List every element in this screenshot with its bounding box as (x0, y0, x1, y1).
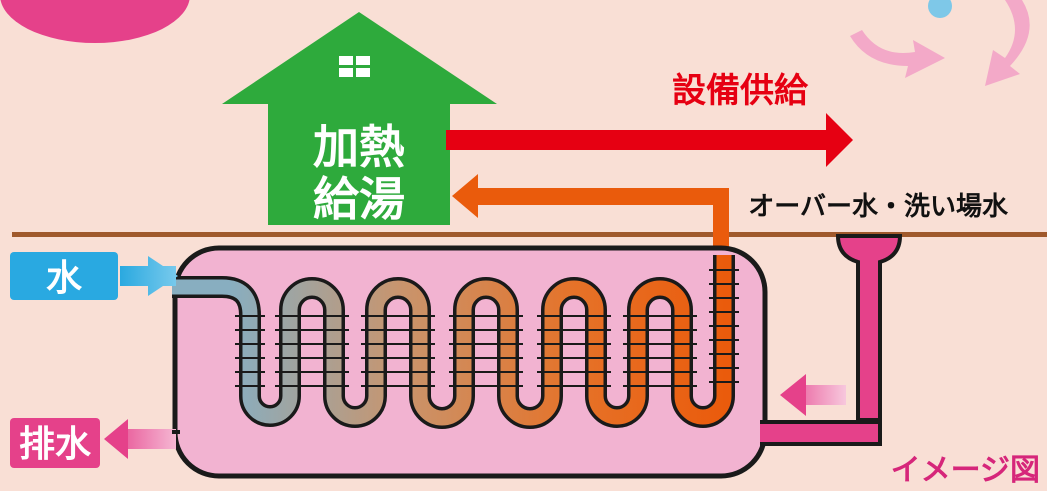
corner-pink-circle-decoration (0, 0, 190, 43)
recycle-arrows-icon (850, 0, 1030, 86)
heat-exchanger-fins (235, 269, 739, 387)
overflow-label: オーバー水・洗い場水 (748, 192, 1009, 222)
house-label-line2: 給湯 (313, 172, 405, 226)
water-in-arrow (120, 256, 178, 296)
overflow-return-pipe-fill (760, 424, 876, 442)
overflow-inflow-arrow (780, 374, 846, 416)
house-label-line1: 加熱 (313, 120, 405, 174)
heat-exchange-coil-fill (172, 255, 732, 426)
house-window-icon (339, 56, 370, 77)
image-caption: イメージ図 (891, 453, 1040, 486)
supply-arrow (446, 113, 853, 167)
supply-label: 設備供給 (672, 71, 809, 111)
house-icon (222, 12, 497, 225)
overflow-funnel (835, 234, 903, 422)
water-in-badge (10, 252, 118, 300)
water-in-label: 水 (46, 258, 83, 299)
drain-badge (10, 418, 100, 468)
ground-line (12, 232, 1047, 237)
drain-arrow (104, 419, 176, 459)
drain-label: 排水 (19, 424, 92, 465)
